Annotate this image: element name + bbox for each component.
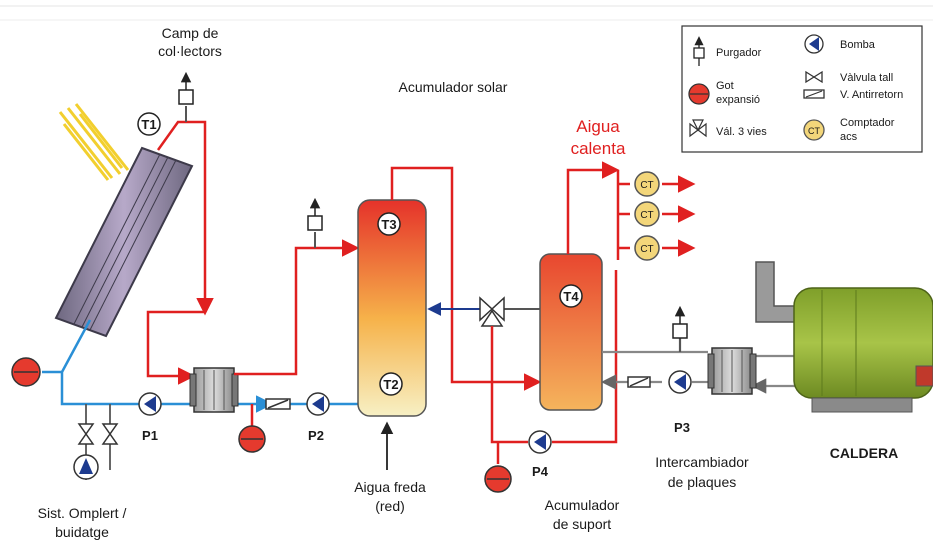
heat-exchanger-1 — [189, 367, 239, 413]
legend-got-line2: expansió — [716, 94, 760, 106]
legend-got-line1: Got — [716, 80, 734, 92]
meter-ct-2-icon: CT — [634, 201, 660, 227]
label-freda-line2: (red) — [375, 498, 405, 514]
label-suport-line1: Acumulador — [545, 497, 620, 513]
expansion-vessel-left-icon — [11, 357, 41, 387]
heat-exchanger-2 — [707, 347, 757, 395]
legend-comptador-ct: CT — [808, 126, 820, 136]
air-vent-collectors — [178, 71, 194, 105]
air-vent-boiler — [672, 305, 688, 339]
legend-antiretorn-label: V. Antirretorn — [840, 89, 903, 101]
meter-ct-2-label: CT — [640, 210, 653, 221]
legend-tres-vies-icon — [689, 119, 707, 138]
pump-p4-icon — [528, 430, 552, 454]
legend-valvula-tall-label: Vàlvula tall — [840, 72, 893, 84]
three-way-valve-icon — [479, 296, 505, 327]
label-acumulador-solar: Acumulador solar — [399, 79, 508, 95]
legend-antiretorn-icon — [803, 89, 825, 99]
label-aigua-line1: Aigua — [576, 117, 620, 136]
label-suport-line2: de suport — [553, 516, 611, 532]
label-interc-line2: de plaques — [668, 474, 737, 490]
sensor-t4-label: T4 — [563, 289, 579, 304]
sensor-t3-label: T3 — [381, 217, 396, 232]
legend-purgador-icon — [693, 36, 705, 66]
sun-rays-icon — [58, 103, 130, 181]
fill-pump-icon — [73, 454, 99, 480]
collector-supply-pipe — [146, 106, 214, 385]
shutoff-valve-fill-1-icon — [77, 423, 95, 445]
legend-expansion-icon — [688, 83, 710, 105]
legend-valvula-tall-icon — [805, 70, 823, 84]
shutoff-valve-fill-2-icon — [101, 423, 119, 445]
label-caldera: CALDERA — [830, 445, 898, 461]
boiler — [755, 261, 933, 413]
expansion-vessel-support-icon — [484, 465, 512, 493]
label-aigua-line2: calenta — [571, 139, 626, 158]
air-vent-secondary — [307, 197, 323, 231]
meter-ct-1-label: CT — [640, 180, 653, 191]
meter-ct-3-icon: CT — [634, 235, 660, 261]
label-sist-line2: buidatge — [55, 524, 109, 540]
sensor-t1-label: T1 — [141, 117, 156, 132]
sensor-t1: T1 — [137, 112, 161, 136]
meter-ct-3-label: CT — [640, 244, 653, 255]
label-camp-line2: col·lectors — [158, 43, 222, 59]
support-recirculation-pipe — [490, 270, 618, 464]
check-valve-boiler-icon — [627, 376, 651, 388]
support-storage-tank — [539, 253, 603, 411]
pump-p1-label: P1 — [142, 428, 158, 443]
legend-comptador-line1: Comptador — [840, 117, 895, 129]
check-valve-solar-icon — [265, 398, 291, 410]
legend: Purgador Bomba Got expansió Vàlvula tall… — [681, 25, 923, 153]
label-camp-line1: Camp de — [162, 25, 219, 41]
solar-collector-panel — [54, 146, 194, 338]
expansion-vessel-secondary-icon — [238, 404, 266, 453]
solar-tank-hot-outlet — [390, 166, 542, 391]
hot-water-distribution-pipe — [566, 161, 696, 260]
pump-p3-icon — [668, 370, 692, 394]
pump-p4-label: P4 — [532, 464, 549, 479]
sensor-t3: T3 — [377, 212, 401, 236]
legend-tres-vies-label: Vál. 3 vies — [716, 126, 767, 138]
label-freda-line1: Aigua freda — [354, 479, 426, 495]
label-interc-line1: Intercambiador — [655, 454, 749, 470]
legend-comptador-icon: CT — [803, 119, 825, 141]
legend-bomba-label: Bomba — [840, 39, 876, 51]
legend-bomba-icon — [804, 34, 824, 54]
pump-p1-icon — [138, 392, 162, 416]
legend-purgador-label: Purgador — [716, 47, 762, 59]
solar-secondary-hot-pipe — [234, 232, 360, 376]
meter-ct-1-icon: CT — [634, 171, 660, 197]
pump-p2-icon — [306, 392, 330, 416]
sensor-t2: T2 — [379, 372, 403, 396]
legend-comptador-line2: acs — [840, 131, 858, 143]
pump-p2-label: P2 — [308, 428, 324, 443]
label-sist-line1: Sist. Omplert / — [38, 505, 127, 521]
sensor-t4: T4 — [559, 284, 583, 308]
sensor-t2-label: T2 — [383, 377, 398, 392]
pump-p3-label: P3 — [674, 420, 690, 435]
